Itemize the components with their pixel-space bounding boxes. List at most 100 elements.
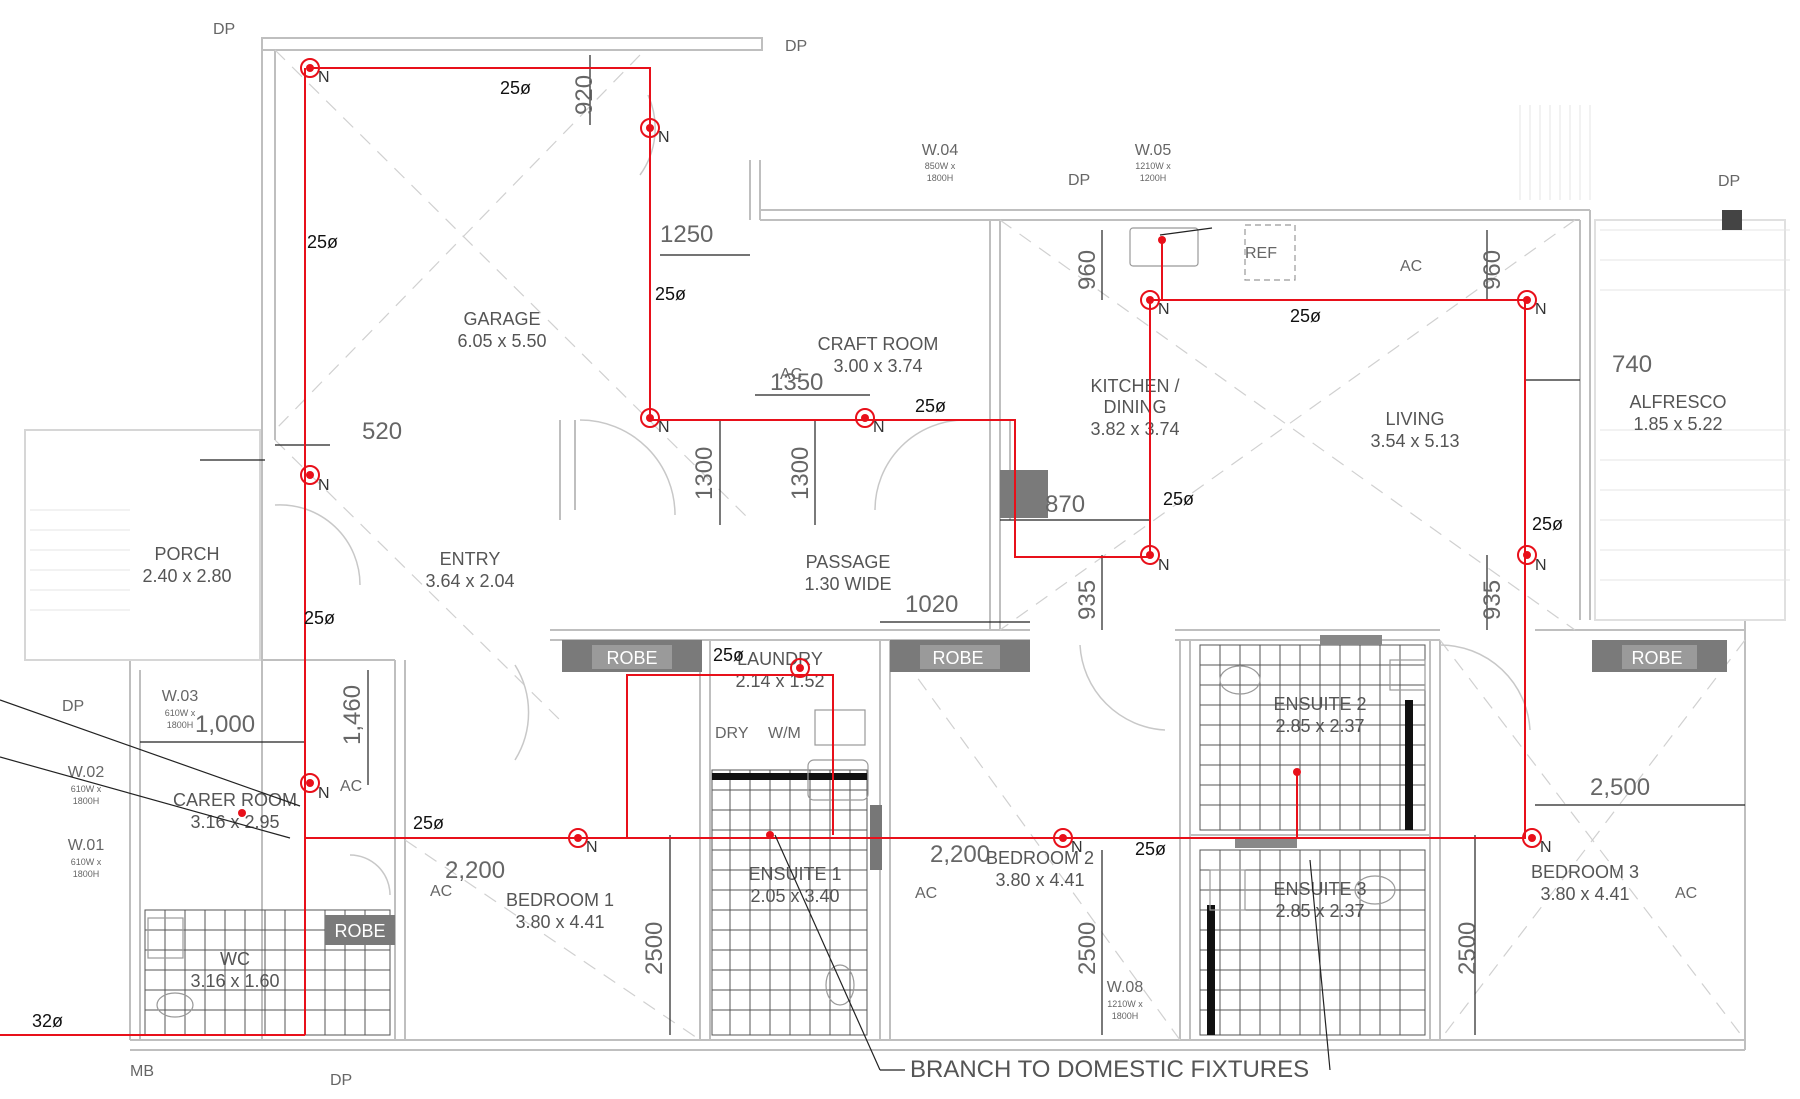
room-name-ensuite-3: ENSUITE 3: [1273, 879, 1366, 899]
room-name-craft: CRAFT ROOM: [818, 334, 939, 354]
dim-label: 2500: [641, 922, 668, 975]
ac-label-bedroom-1: AC: [430, 883, 452, 900]
window-id: W.05: [1135, 142, 1172, 159]
room-name-carer: CARER ROOM: [173, 790, 297, 810]
node-tags: N N N N N N N N N N N N N: [318, 69, 1552, 856]
room-size-living: 3.54 x 5.13: [1370, 431, 1459, 451]
window-size: 610W x: [71, 857, 102, 867]
pipe-node: [1517, 290, 1537, 310]
dry-label: DRY: [715, 725, 749, 742]
node-tag: N: [1540, 839, 1552, 856]
pipe-size-label: 25ø: [1135, 839, 1166, 859]
dim-label: 920: [571, 75, 598, 115]
node-tag: N: [318, 477, 330, 494]
pipe-size-label: 25ø: [413, 813, 444, 833]
window-height: 1800H: [927, 173, 954, 183]
robe-label: ROBE: [1631, 648, 1682, 668]
pipe-node-dot: [1293, 768, 1301, 776]
room-name-dining: DINING: [1104, 397, 1167, 417]
ac-label-bedroom-2: AC: [915, 885, 937, 902]
dp-label: DP: [62, 698, 84, 715]
fixture-labels: REF AC DRY W/M AC AC AC AC AC DP DP DP D…: [62, 21, 1740, 1089]
node-tag: N: [318, 785, 330, 802]
room-size-bedroom-3: 3.80 x 4.41: [1540, 884, 1629, 904]
room-size-ensuite-1: 2.05 x 3.40: [750, 886, 839, 906]
tile-grid-ensuite-3: [1199, 849, 1426, 1036]
pipe-size-label: 25ø: [304, 608, 335, 628]
dim-label: 740: [1612, 351, 1652, 378]
deck-hatch: [30, 105, 1790, 611]
room-name-kitchen: KITCHEN /: [1090, 376, 1179, 396]
window-size: 1210W x: [1107, 999, 1143, 1009]
node-tag: N: [586, 839, 598, 856]
room-size-porch: 2.40 x 2.80: [142, 566, 231, 586]
window-height: 1800H: [1112, 1011, 1139, 1021]
window-size: 610W x: [71, 784, 102, 794]
dim-label: 870: [1045, 491, 1085, 518]
dim-label: 2,200: [930, 841, 990, 868]
walls: [24, 37, 1786, 1051]
room-size-bedroom-1: 3.80 x 4.41: [515, 912, 604, 932]
room-size-ensuite-2: 2.85 x 2.37: [1275, 716, 1364, 736]
pipe-node: [640, 118, 660, 138]
callout-branch-domestic: BRANCH TO DOMESTIC FIXTURES: [910, 1056, 1309, 1083]
window-height: 1200H: [1140, 173, 1167, 183]
window-size: 610W x: [165, 708, 196, 718]
pipe-size-label: 25ø: [1532, 514, 1563, 534]
tile-grid-ensuite-1: [711, 769, 868, 1036]
dp-label: DP: [1068, 172, 1090, 189]
dim-label: 2500: [1454, 922, 1481, 975]
room-name-laundry: LAUNDRY: [737, 649, 823, 669]
dim-label: 960: [1479, 250, 1506, 290]
pipe-node-dot: [1158, 236, 1166, 244]
ref-label: REF: [1245, 245, 1277, 262]
room-size-ensuite-3: 2.85 x 2.37: [1275, 901, 1364, 921]
room-name-living: LIVING: [1385, 409, 1444, 429]
dim-label: 935: [1479, 580, 1506, 620]
window-size: 1210W x: [1135, 161, 1171, 171]
room-name-passage: PASSAGE: [806, 552, 891, 572]
robe-bedroom-1-top: ROBE: [562, 640, 702, 672]
dim-label: 2500: [1074, 922, 1101, 975]
pipe-node: [855, 408, 875, 428]
dark-elements: [712, 210, 1742, 1035]
pipe-node: [1522, 828, 1542, 848]
node-tag: N: [1158, 301, 1170, 318]
ac-label-bedroom-3: AC: [1675, 885, 1697, 902]
window-id: W.04: [922, 142, 959, 159]
pipe-size-label: 25ø: [1163, 489, 1194, 509]
ac-label-craft: AC: [780, 366, 802, 383]
pipe-node: [790, 658, 810, 678]
fixtures: [147, 224, 1426, 1018]
pipe-nodes: [238, 58, 1542, 848]
node-tag: N: [658, 129, 670, 146]
dim-label: 520: [362, 418, 402, 445]
room-name-ensuite-2: ENSUITE 2: [1273, 694, 1366, 714]
dp-label: DP: [330, 1072, 352, 1089]
dp-label: DP: [785, 38, 807, 55]
room-name-bedroom-2: BEDROOM 2: [986, 848, 1094, 868]
node-tag: N: [1071, 839, 1083, 856]
window-labels: W.04 850W x 1800H W.05 1210W x 1200H W.0…: [68, 142, 1172, 1021]
pipe-node: [1053, 828, 1073, 848]
node-tag: N: [658, 419, 670, 436]
dim-label: 1,460: [339, 685, 366, 745]
pipe-node: [640, 408, 660, 428]
node-tag: N: [318, 69, 330, 86]
pipe-node: [300, 773, 320, 793]
room-name-bedroom-1: BEDROOM 1: [506, 890, 614, 910]
dim-label: 2,200: [445, 857, 505, 884]
window-height: 1800H: [73, 869, 100, 879]
dim-label: 1020: [905, 591, 958, 618]
ac-label-carer: AC: [340, 778, 362, 795]
dimension-lines: [140, 55, 1745, 1035]
window-id: W.01: [68, 837, 105, 854]
dp-label: DP: [1718, 173, 1740, 190]
door-swings: [274, 94, 1531, 896]
robe-bedroom-3: ROBE: [1592, 640, 1727, 672]
pipe-size-label: 25ø: [713, 645, 744, 665]
dim-label: 2,500: [1590, 774, 1650, 801]
dim-label: 935: [1074, 580, 1101, 620]
window-id: W.02: [68, 764, 105, 781]
